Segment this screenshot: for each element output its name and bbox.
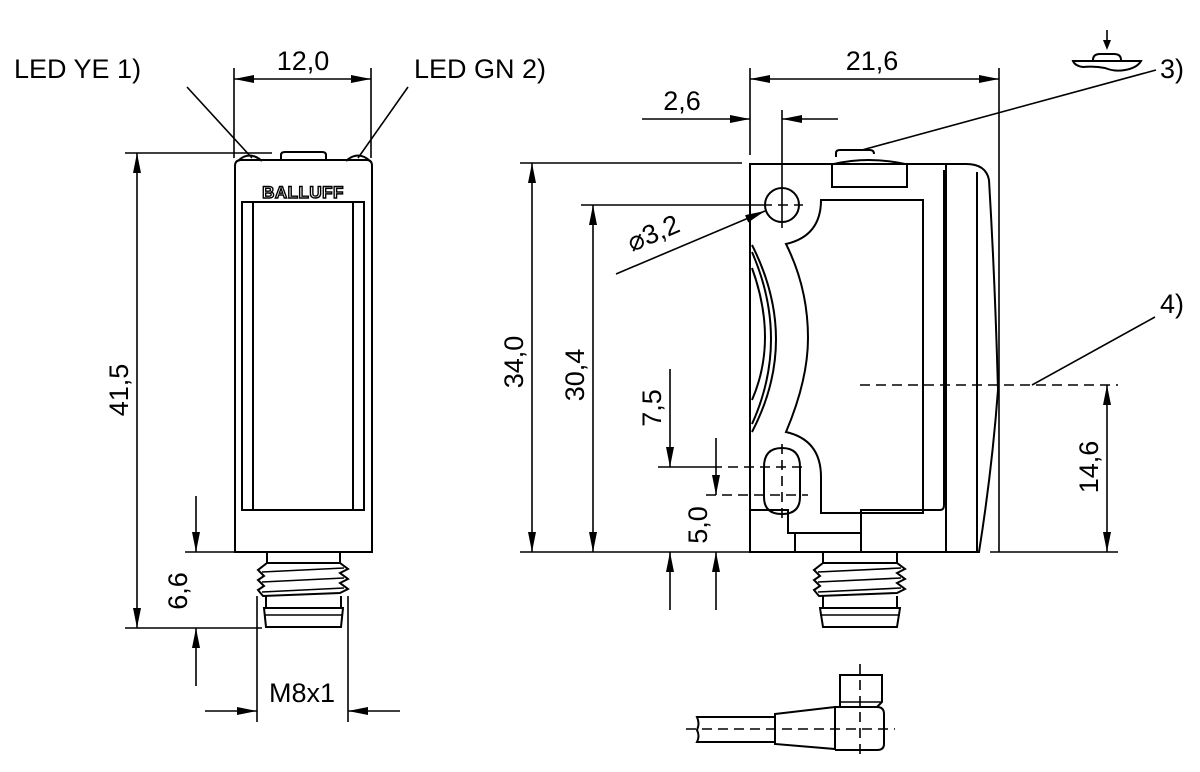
dim-thread: M8x1 <box>269 678 335 708</box>
dim-front-width: 12,0 <box>277 46 330 76</box>
callout-button: 3) <box>1160 54 1184 84</box>
side-button <box>831 163 908 188</box>
push-button-icon <box>1071 30 1143 72</box>
mounting-slot <box>763 446 801 516</box>
front-top-button <box>280 151 327 160</box>
side-m8-connector <box>812 552 907 628</box>
front-housing-outline <box>234 159 373 553</box>
front-m8-connector <box>256 552 350 628</box>
dim-front-height: 41,5 <box>104 364 134 417</box>
dim-optical-axis-height: 14,6 <box>1074 441 1104 494</box>
dim-connector-length: 6,6 <box>163 572 193 610</box>
led-green-leader <box>357 86 409 159</box>
callout-led-green: LED GN 2) <box>414 54 546 84</box>
led-yellow-leader <box>186 86 253 159</box>
side-inner-frame <box>784 199 924 514</box>
dim-side-width: 21,6 <box>846 46 899 76</box>
angled-connector-view <box>686 664 895 758</box>
side-housing-outline <box>749 163 1000 553</box>
dim-hole-height: 30,4 <box>560 349 590 402</box>
optical-axis-leader <box>1031 316 1156 386</box>
front-view: BALLUFF 12,0 LED YE 1) LED GN 2) <box>14 46 546 722</box>
brand-logo: BALLUFF <box>262 183 344 202</box>
side-view: 21,6 2,6 ⌀3,2 34,0 30,4 7,5 5,0 14,6 <box>499 30 1184 628</box>
callout-optical-axis: 4) <box>1160 289 1184 319</box>
callout-led-yellow: LED YE 1) <box>14 54 141 84</box>
front-lens-window <box>241 201 365 511</box>
dim-slot-upper: 7,5 <box>637 389 667 427</box>
dim-hole-diameter: ⌀3,2 <box>623 209 684 258</box>
button-leader <box>861 69 1157 151</box>
dim-slot-lower: 5,0 <box>683 506 713 544</box>
dim-hole-offset: 2,6 <box>663 86 701 116</box>
led-green-icon <box>345 154 371 162</box>
dim-side-height: 34,0 <box>499 336 529 389</box>
